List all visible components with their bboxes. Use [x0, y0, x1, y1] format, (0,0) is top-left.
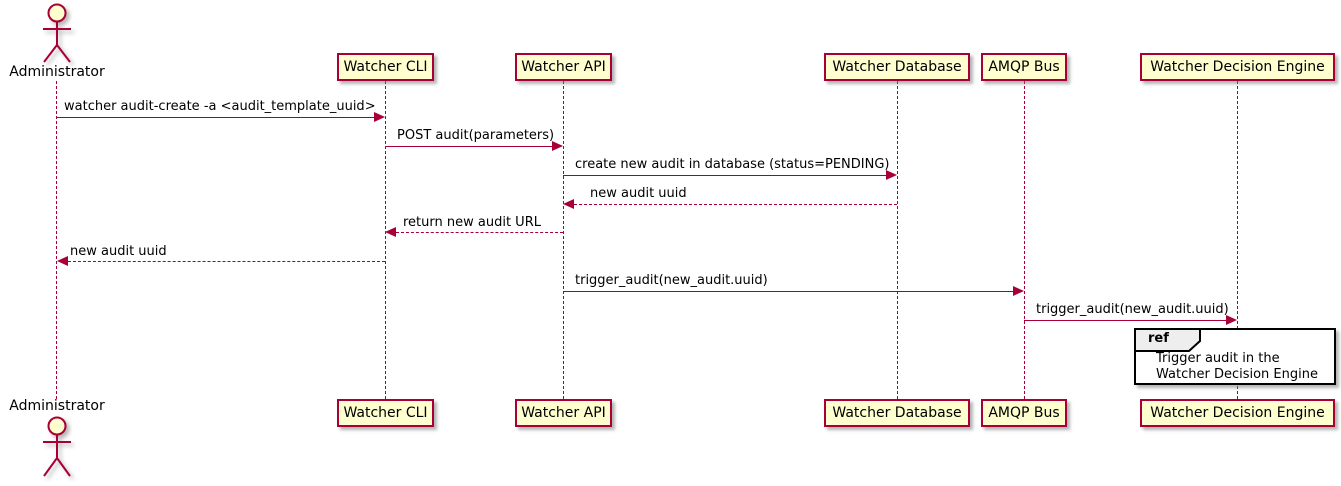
administrator-label-bottom: Administrator: [9, 398, 105, 414]
administrator-actor-icon: [43, 416, 71, 477]
participant-watcher-decision-engine-top: Watcher Decision Engine: [1140, 53, 1335, 81]
lifeline-watcher-database: [897, 81, 898, 399]
lifeline-watcher-api: [563, 81, 564, 399]
arrowhead-left-icon: [57, 256, 68, 266]
message-label: trigger_audit(new_audit.uuid): [1036, 302, 1229, 317]
message-label: return new audit URL: [403, 215, 541, 230]
lifeline-amqp-bus: [1024, 81, 1025, 399]
message-line: [396, 232, 563, 233]
message-line: [1024, 320, 1226, 321]
participant-watcher-cli-bottom: Watcher CLI: [337, 399, 434, 427]
ref-fragment: ref Trigger audit in the Watcher Decisio…: [1134, 328, 1336, 385]
lifeline-watcher-cli: [385, 81, 386, 399]
message-label: new audit uuid: [590, 186, 687, 201]
participant-amqp-bus-top: AMQP Bus: [981, 53, 1067, 81]
ref-text-line: Watcher Decision Engine: [1156, 367, 1318, 382]
arrowhead-right-icon: [1013, 286, 1024, 296]
participant-watcher-api-bottom: Watcher API: [515, 399, 612, 427]
participant-watcher-database-bottom: Watcher Database: [824, 399, 970, 427]
message-label: watcher audit-create -a <audit_template_…: [64, 99, 376, 114]
message-line: [574, 204, 897, 205]
message-line: [563, 291, 1013, 292]
arrowhead-right-icon: [552, 141, 563, 151]
ref-tag-pentagon-icon: [1134, 328, 1201, 352]
participant-watcher-database-top: Watcher Database: [824, 53, 970, 81]
message-line: [68, 261, 385, 262]
lifeline-watcher-decision-engine: [1237, 81, 1238, 399]
participant-watcher-decision-engine-bottom: Watcher Decision Engine: [1140, 399, 1335, 427]
participant-watcher-cli-top: Watcher CLI: [337, 53, 434, 81]
ref-keyword: ref: [1148, 331, 1169, 346]
message-line: [385, 146, 554, 147]
participant-watcher-api-top: Watcher API: [515, 53, 612, 81]
participant-amqp-bus-bottom: AMQP Bus: [981, 399, 1067, 427]
lifeline-administrator: [56, 81, 57, 399]
message-label: new audit uuid: [70, 244, 167, 259]
arrowhead-left-icon: [563, 199, 574, 209]
arrowhead-right-icon: [1226, 315, 1237, 325]
message-line: [563, 175, 888, 176]
arrowhead-right-icon: [374, 112, 385, 122]
arrowhead-left-icon: [385, 227, 396, 237]
message-label: trigger_audit(new_audit.uuid): [575, 273, 768, 288]
message-label: create new audit in database (status=PEN…: [575, 157, 890, 172]
message-line: [57, 117, 376, 118]
arrowhead-right-icon: [886, 170, 897, 180]
administrator-label-top: Administrator: [9, 64, 105, 80]
message-label: POST audit(parameters): [397, 128, 555, 143]
ref-text-line: Trigger audit in the: [1156, 351, 1280, 366]
administrator-actor-icon: [43, 3, 71, 63]
